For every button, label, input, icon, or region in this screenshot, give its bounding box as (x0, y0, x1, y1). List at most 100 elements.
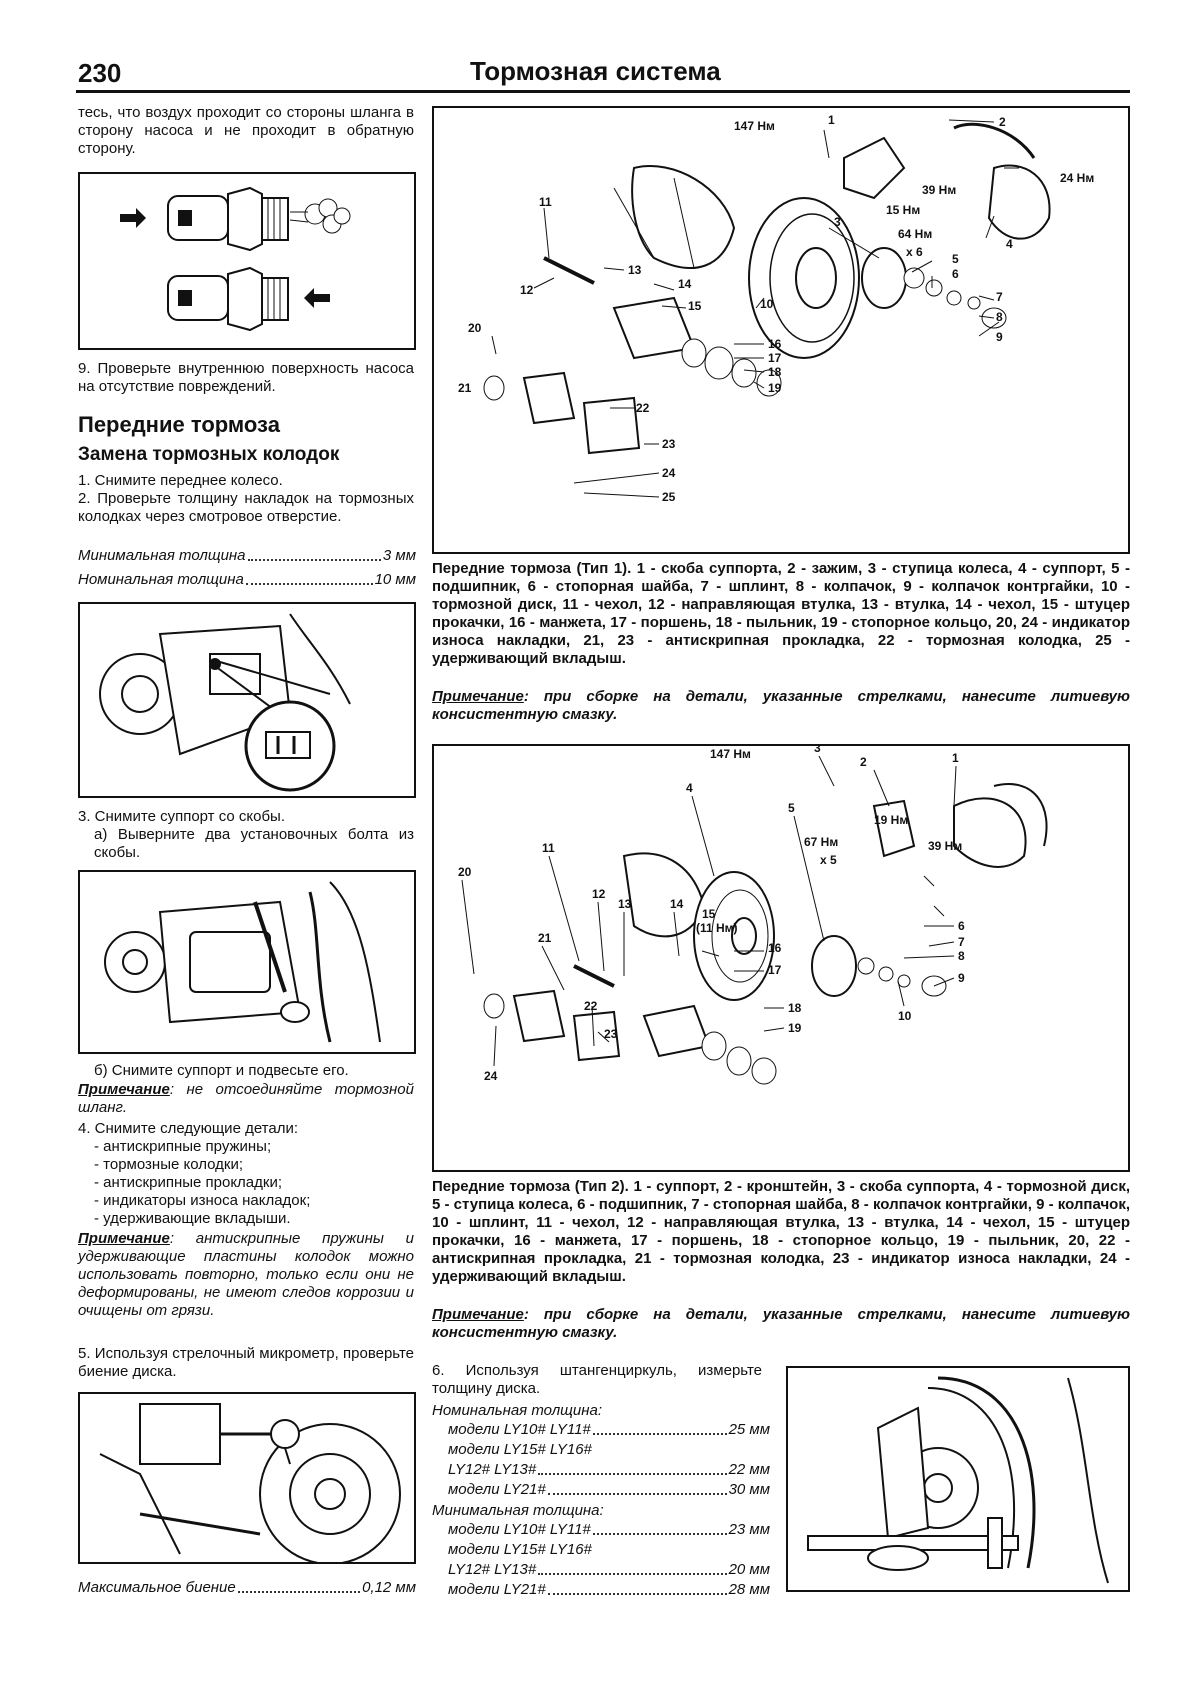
list-item: - тормозные колодки; (94, 1156, 244, 1173)
torque-label: 19 Нм (874, 813, 908, 827)
callout-13: 13 (628, 263, 642, 277)
torque-label: 15 Нм (886, 203, 920, 217)
note-2: Примечание: антискрипные пружины и удерж… (78, 1230, 414, 1320)
dial-indicator-illustration (99, 1403, 401, 1565)
callout-15: 15 (688, 299, 702, 313)
callout-7: 7 (996, 290, 1003, 304)
bolt-count: x 6 (906, 245, 923, 259)
spec-value: 23 мм (728, 1521, 770, 1538)
spec-label: модели LY21# (448, 1581, 546, 1598)
callout-20: 20 (458, 865, 472, 879)
list-item: - индикаторы износа накладок; (94, 1192, 311, 1209)
note-label: Примечание (78, 1230, 170, 1247)
callout-12: 12 (592, 887, 606, 901)
spec-label: Минимальная толщина (78, 547, 246, 564)
torque-label: 39 Нм (922, 183, 956, 197)
spec-label: Максимальное биение (78, 1579, 236, 1596)
callout-21: 21 (458, 381, 472, 395)
subsection-title: Замена тормозных колодок (78, 444, 340, 465)
callout-5: 5 (952, 252, 959, 266)
callout-25: 25 (662, 490, 676, 504)
nominal-title: Номинальная толщина: (432, 1402, 603, 1419)
note-1: Примечание: не отсоединяйте тормозной шл… (78, 1081, 414, 1117)
callout-22: 22 (636, 401, 650, 415)
callout-3: 3 (834, 215, 841, 229)
callout-13: 13 (618, 897, 632, 911)
spec-label: LY12# LY13# (448, 1561, 537, 1578)
callout-1: 1 (952, 751, 959, 765)
callout-9: 9 (996, 330, 1003, 344)
step-3a: а) Выверните два установочных болта из с… (94, 826, 414, 861)
torque-label: 64 Нм (898, 227, 932, 241)
callout-2: 2 (999, 115, 1006, 129)
spec-row: LY12# LY13#22 мм (432, 1460, 770, 1480)
step-4: 4. Снимите следующие детали: (78, 1120, 299, 1137)
callout-21: 21 (538, 931, 552, 945)
callout-14: 14 (678, 277, 692, 291)
dial-indicator-figure (78, 1392, 416, 1565)
intro-paragraph: тесь, что воздух проходит со стороны шла… (78, 104, 414, 157)
callout-10: 10 (760, 297, 774, 311)
spec-value: 0,12 мм (362, 1579, 416, 1596)
caliper-bolt-figure (78, 870, 416, 1054)
callout-4: 4 (1006, 237, 1013, 251)
note-lubricant-2: Примечание: при сборке на детали, указан… (432, 1306, 1130, 1342)
disc-thickness-specs: Номинальная толщина: модели LY10# LY11# 2… (432, 1402, 770, 1600)
callout-19: 19 (788, 1021, 802, 1035)
list-item: - антискрипные пружины; (94, 1138, 272, 1155)
callout-3: 3 (814, 746, 821, 755)
callout-5: 5 (788, 801, 795, 815)
note-text: : при сборке на детали, указанные стрелк… (432, 1306, 1130, 1341)
torque-label: 24 Нм (1060, 171, 1094, 185)
callout-18: 18 (788, 1001, 802, 1015)
spec-label: Номинальная толщина (78, 571, 244, 588)
callout-8: 8 (958, 949, 965, 963)
note-label: Примечание (432, 688, 524, 705)
callout-2: 2 (860, 755, 867, 769)
page-header-title: Тормозная система (470, 56, 721, 86)
spec-row: модели LY21#30 мм (432, 1480, 770, 1500)
spec-row: модели LY15# LY16# (432, 1540, 770, 1560)
caliper-bolt-illustration (104, 881, 381, 1043)
note-text: : не отсоединяйте тормозной шланг. (78, 1081, 414, 1116)
step-6: 6. Используя штангенциркуль, измерьте то… (432, 1362, 762, 1397)
callout-20: 20 (468, 321, 482, 335)
callout-11: 11 (542, 841, 555, 855)
spec-label: LY12# LY13# (448, 1461, 537, 1478)
callout-17: 17 (768, 963, 782, 977)
spec-max-runout: Максимальное биение 0,12 мм (78, 1578, 416, 1598)
callout-24: 24 (484, 1069, 498, 1083)
callout-15: 15 (702, 907, 716, 921)
torque-label: 147 Нм (734, 119, 775, 133)
disc-measure-illustration (807, 1376, 1109, 1584)
bolt-count: x 5 (820, 853, 837, 867)
callout-14: 14 (670, 897, 684, 911)
callout-6: 6 (952, 267, 959, 281)
step-9: 9. Проверьте внутреннюю поверхность насо… (78, 360, 414, 395)
header-rule (76, 90, 1130, 93)
exploded-view-type1: 1 2 3 4 5 6 7 8 9 10 11 12 13 14 15 16 1… (458, 113, 1094, 504)
spec-row: модели LY21#28 мм (432, 1580, 770, 1600)
step-1: 1. Снимите переднее колесо. (78, 472, 283, 489)
spec-label: модели LY10# LY11# (448, 1421, 591, 1438)
callout-18: 18 (768, 365, 782, 379)
callout-11: 11 (539, 195, 552, 209)
step-5: 5. Используя стрелочный микрометр, прове… (78, 1345, 414, 1380)
step-3: 3. Снимите суппорт со скобы. (78, 808, 286, 825)
disc-measure-figure (786, 1366, 1130, 1592)
torque-label: 67 Нм (804, 835, 838, 849)
callout-16: 16 (768, 337, 782, 351)
callout-9: 9 (958, 971, 965, 985)
spec-label: модели LY15# LY16# (448, 1441, 592, 1458)
torque-label: 147 Нм (710, 747, 751, 761)
spec-row: модели LY15# LY16# (432, 1440, 770, 1460)
spec-value: 30 мм (728, 1481, 770, 1498)
section-title: Передние тормоза (78, 412, 280, 437)
callout-24: 24 (662, 466, 676, 480)
pad-inspection-figure (78, 602, 416, 798)
spec-value: 10 мм (374, 571, 416, 588)
spec-row: LY12# LY13#20 мм (432, 1560, 770, 1580)
exploded-diagram-type1: 1 2 3 4 5 6 7 8 9 10 11 12 13 14 15 16 1… (432, 106, 1130, 554)
note-text: : при сборке на детали, указанные стрелк… (432, 688, 1130, 723)
callout-8: 8 (996, 310, 1003, 324)
